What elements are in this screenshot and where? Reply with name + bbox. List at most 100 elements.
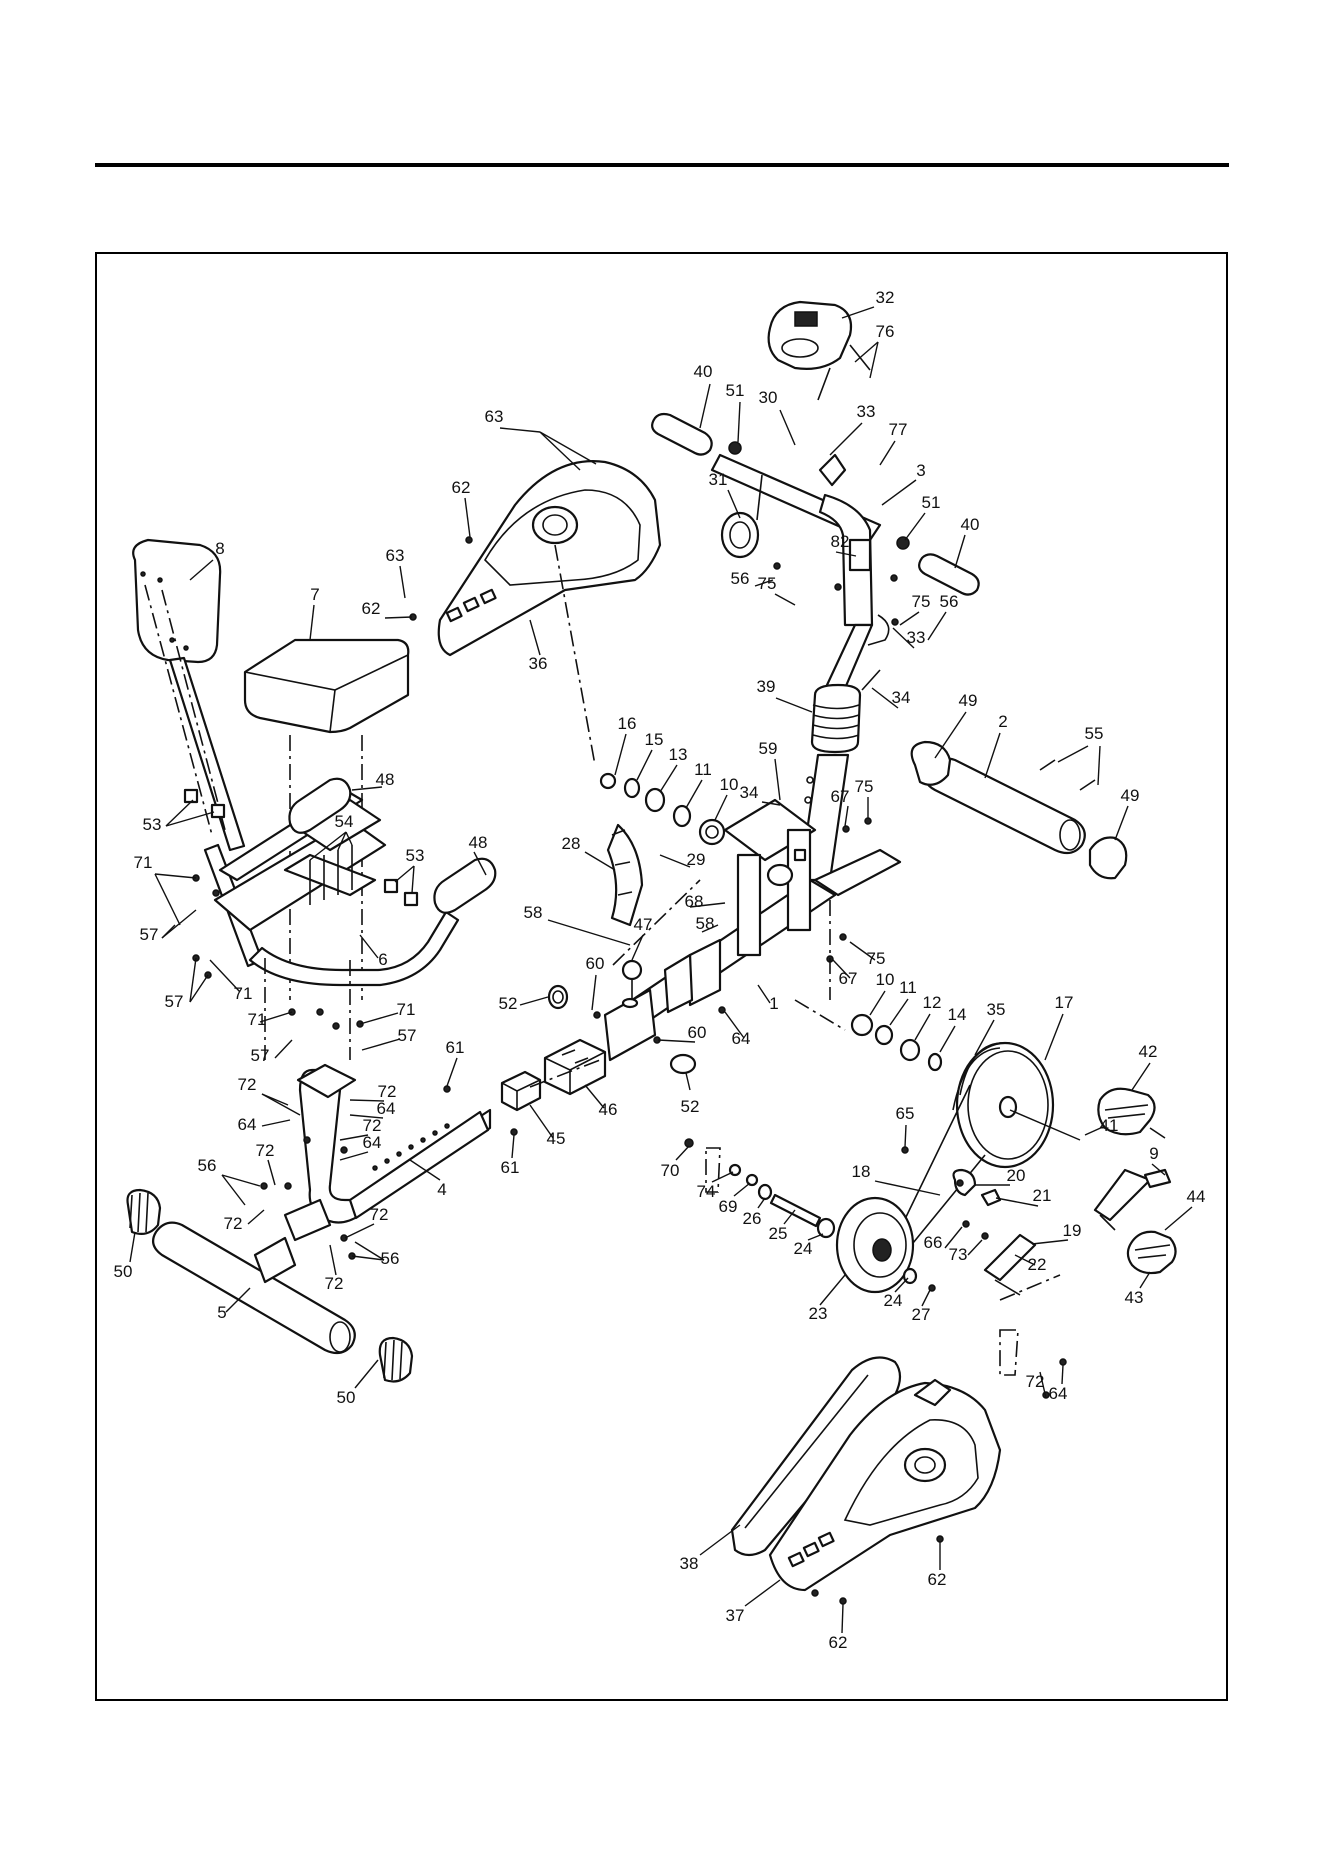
part-callout-29: 29 xyxy=(687,850,706,869)
part-callout-62: 62 xyxy=(928,1570,947,1589)
part-callout-58: 58 xyxy=(524,903,543,922)
part-callout-15: 15 xyxy=(645,730,664,749)
part-callout-37: 37 xyxy=(726,1606,745,1625)
part-callout-71: 71 xyxy=(248,1010,267,1029)
part-callout-64: 64 xyxy=(732,1029,751,1048)
part-callout-4: 4 xyxy=(437,1180,446,1199)
part-callout-74: 74 xyxy=(697,1182,716,1201)
handlebar-part xyxy=(651,412,980,627)
hardware-dots xyxy=(192,536,1067,1605)
part-callout-11: 11 xyxy=(694,760,712,779)
part-callout-6: 6 xyxy=(378,950,387,969)
part-callout-54: 54 xyxy=(335,812,354,831)
part-callout-64: 64 xyxy=(377,1099,396,1118)
main-frame-part xyxy=(603,798,902,1062)
part-callout-71: 71 xyxy=(134,853,153,872)
front-stabilizer-part xyxy=(910,740,1128,880)
part-callout-34: 34 xyxy=(740,783,759,802)
seat-back-part xyxy=(132,538,222,664)
part-callout-45: 45 xyxy=(547,1129,566,1148)
handle-grip-part xyxy=(288,777,497,914)
part-callout-63: 63 xyxy=(386,546,405,565)
part-callout-57: 57 xyxy=(398,1026,417,1045)
part-callout-31: 31 xyxy=(709,470,728,489)
part-callout-33: 33 xyxy=(907,628,926,647)
part-callout-62: 62 xyxy=(829,1633,848,1652)
part-callout-72: 72 xyxy=(224,1214,243,1233)
part-callout-68: 68 xyxy=(685,892,704,911)
end-cap-52-bottom xyxy=(669,1053,697,1075)
part-callout-25: 25 xyxy=(769,1224,788,1243)
magnet-bracket-part xyxy=(606,823,644,927)
part-callout-64: 64 xyxy=(363,1133,382,1152)
leader-lines xyxy=(129,306,1193,1634)
part-callout-10: 10 xyxy=(720,775,739,794)
part-callout-50: 50 xyxy=(114,1262,133,1281)
part-callout-12: 12 xyxy=(923,993,942,1012)
part-callout-20: 20 xyxy=(1007,1166,1026,1185)
part-callout-17: 17 xyxy=(1055,993,1074,1012)
part-callout-52: 52 xyxy=(681,1097,700,1116)
part-callout-49: 49 xyxy=(959,691,978,710)
part-callout-53: 53 xyxy=(143,815,162,834)
front-cover-37 xyxy=(768,1378,1002,1592)
crank-arm-part xyxy=(1093,1168,1172,1231)
idler-arm-part xyxy=(952,1168,1037,1296)
part-callout-8: 8 xyxy=(215,539,224,558)
part-callout-24: 24 xyxy=(884,1291,903,1310)
part-callout-72: 72 xyxy=(378,1082,397,1101)
part-callout-82: 82 xyxy=(831,532,850,551)
part-callout-51: 51 xyxy=(726,381,745,400)
part-callout-72: 72 xyxy=(1026,1372,1045,1391)
seat-cushion-part xyxy=(243,638,410,1000)
part-callout-75: 75 xyxy=(758,574,777,593)
front-cover-38 xyxy=(730,1356,902,1557)
part-callout-7: 7 xyxy=(310,585,319,604)
part-callout-77: 77 xyxy=(889,420,908,439)
crank-wheel-part xyxy=(835,1196,915,1294)
rear-shroud-part xyxy=(437,431,662,766)
part-callout-58: 58 xyxy=(696,914,715,933)
part-callout-60: 60 xyxy=(586,954,605,973)
part-callout-48: 48 xyxy=(376,770,395,789)
header-rule xyxy=(95,163,1229,167)
part-callout-72: 72 xyxy=(238,1075,257,1094)
part-callout-5: 5 xyxy=(217,1303,226,1322)
part-callout-71: 71 xyxy=(234,984,253,1003)
part-callout-72: 72 xyxy=(325,1274,344,1293)
part-callout-64: 64 xyxy=(238,1115,257,1134)
part-callout-10: 10 xyxy=(876,970,895,989)
part-callout-23: 23 xyxy=(809,1304,828,1323)
part-callout-62: 62 xyxy=(362,599,381,618)
dashed-assembly-lines xyxy=(264,879,1061,1301)
part-callout-38: 38 xyxy=(680,1554,699,1573)
rear-stabilizer-part xyxy=(126,1188,414,1383)
part-callout-76: 76 xyxy=(876,322,895,341)
part-callout-40: 40 xyxy=(694,362,713,381)
slide-block-45 xyxy=(500,1070,542,1112)
part-callout-72: 72 xyxy=(363,1116,382,1135)
part-callout-61: 61 xyxy=(501,1158,520,1177)
part-callout-67: 67 xyxy=(839,969,858,988)
part-callout-27: 27 xyxy=(912,1305,931,1324)
part-callout-57: 57 xyxy=(251,1046,270,1065)
part-callout-50: 50 xyxy=(337,1388,356,1407)
seat-rail-part xyxy=(283,1063,492,1242)
part-callout-22: 22 xyxy=(1028,1255,1047,1274)
part-callout-56: 56 xyxy=(381,1249,400,1268)
part-callout-47: 47 xyxy=(634,915,653,934)
part-callout-46: 46 xyxy=(599,1100,618,1119)
part-callout-70: 70 xyxy=(661,1161,680,1180)
axle-hardware-part xyxy=(684,1138,1019,1376)
part-callout-72: 72 xyxy=(256,1141,275,1160)
part-callout-69: 69 xyxy=(719,1197,738,1216)
console-part xyxy=(767,300,871,401)
part-callout-66: 66 xyxy=(924,1233,943,1252)
part-callout-62: 62 xyxy=(452,478,471,497)
part-callout-61: 61 xyxy=(446,1038,465,1057)
part-callout-24: 24 xyxy=(794,1239,813,1258)
part-callout-56: 56 xyxy=(940,592,959,611)
part-callout-26: 26 xyxy=(743,1209,762,1228)
part-callout-14: 14 xyxy=(948,1005,967,1024)
